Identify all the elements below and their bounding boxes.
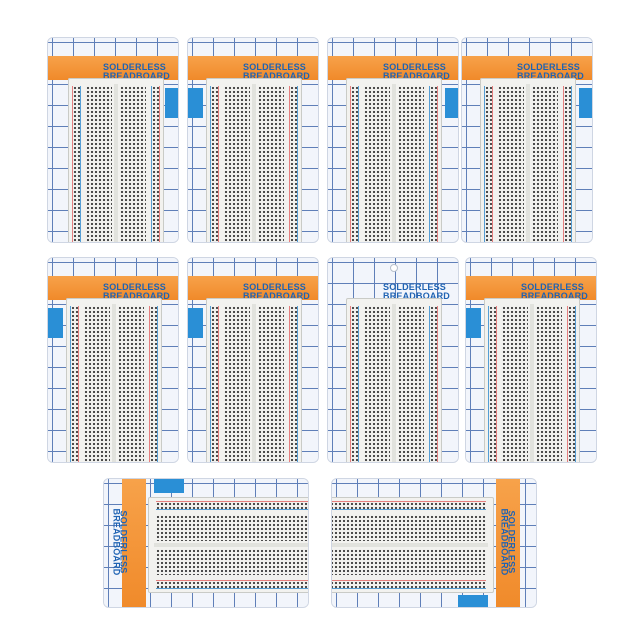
package-label-bottom: BREADBOARD — [243, 291, 310, 301]
package-label-top: SOLDERLESS — [383, 62, 447, 72]
package-label-bottom: BREADBOARD — [499, 508, 510, 576]
package-label-bottom: BREADBOARD — [383, 71, 450, 81]
package-label-top: SOLDERLESS — [517, 62, 581, 72]
breadboard — [148, 497, 308, 593]
package-label-top: SOLDERLESS — [521, 282, 585, 292]
breadboard — [480, 78, 576, 242]
breadboard — [66, 298, 162, 462]
breadboard-package-5: SOLDERLESS BREADBOARD — [47, 257, 179, 463]
breadboard-package-1: SOLDERLESS BREADBOARD — [47, 37, 179, 243]
breadboard — [68, 78, 164, 242]
package-label-bottom: BREADBOARD — [521, 291, 588, 301]
breadboard — [206, 78, 302, 242]
breadboard-package-9: SOLDERLESS BREADBOARD — [103, 478, 309, 608]
package-label-top: SOLDERLESS — [243, 282, 307, 292]
package-label-bottom: BREADBOARD — [243, 71, 310, 81]
breadboard — [206, 298, 302, 462]
breadboard — [332, 497, 494, 593]
breadboard-package-4: SOLDERLESS BREADBOARD — [461, 37, 593, 243]
package-label-bottom: BREADBOARD — [383, 291, 450, 301]
breadboard — [484, 298, 580, 462]
breadboard-package-8: SOLDERLESS BREADBOARD — [465, 257, 597, 463]
package-label-bottom: BREADBOARD — [517, 71, 584, 81]
breadboard — [346, 78, 442, 242]
package-label-top: SOLDERLESS — [103, 282, 167, 292]
breadboard-package-2: SOLDERLESS BREADBOARD — [187, 37, 319, 243]
breadboard-package-7: SOLDERLESS BREADBOARD — [327, 257, 459, 463]
package-label-top: SOLDERLESS — [243, 62, 307, 72]
package-label-bottom: BREADBOARD — [103, 291, 170, 301]
package-label-top: SOLDERLESS — [103, 62, 167, 72]
breadboard-package-6: SOLDERLESS BREADBOARD — [187, 257, 319, 463]
breadboard — [346, 298, 442, 462]
breadboard-package-3: SOLDERLESS BREADBOARD — [327, 37, 459, 243]
hang-hole — [390, 264, 398, 272]
package-label-bottom: BREADBOARD — [111, 508, 122, 576]
package-label-bottom: BREADBOARD — [103, 71, 170, 81]
package-label-top: SOLDERLESS — [383, 282, 447, 292]
breadboard-package-10: SOLDERLESS BREADBOARD — [331, 478, 537, 608]
